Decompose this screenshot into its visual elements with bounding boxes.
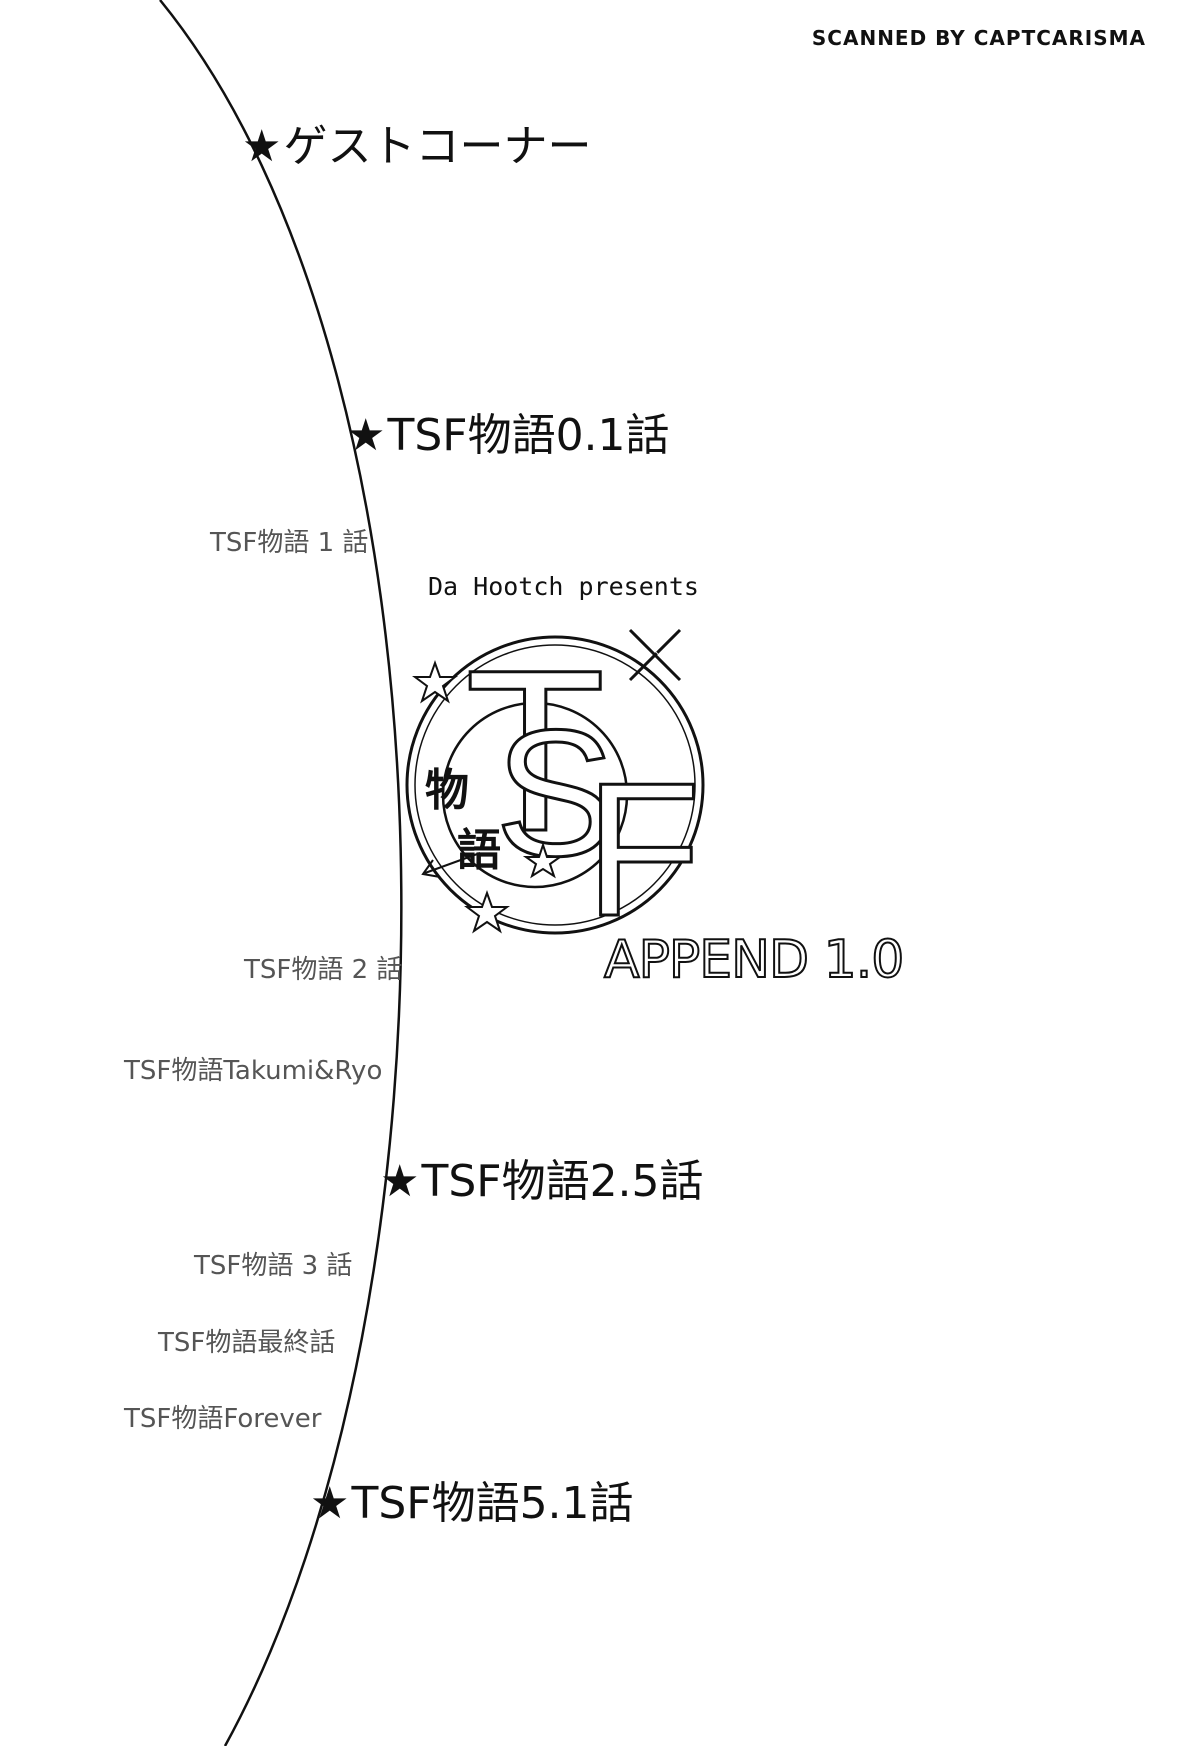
star-icon bbox=[522, 841, 564, 879]
toc-entry-guest-corner[interactable]: ★ ゲストコーナー bbox=[242, 125, 591, 169]
toc-entry-episode-2[interactable]: TSF物語 2 話 bbox=[244, 955, 403, 985]
toc-entry-final-episode[interactable]: TSF物語最終話 bbox=[158, 1328, 336, 1358]
scan-credit: SCANNED BY CAPTCARISMA bbox=[811, 26, 1146, 50]
presents-line: Da Hootch presents bbox=[428, 572, 699, 601]
toc-entry-label: TSF物語0.1話 bbox=[387, 410, 670, 461]
logo-kanji-gatari: 語 bbox=[457, 825, 501, 876]
star-icon bbox=[412, 660, 458, 704]
star-icon: ★ bbox=[346, 410, 386, 461]
star-icon: ★ bbox=[310, 1478, 350, 1529]
star-icon: ★ bbox=[242, 121, 282, 172]
logo-letter-f: F bbox=[585, 744, 701, 945]
tsf-logo: T S F 物 語 bbox=[405, 621, 705, 945]
append-version-title: APPEND 1.0 bbox=[603, 930, 905, 990]
toc-entry-label: TSF物語5.1話 bbox=[351, 1478, 634, 1529]
toc-entry-episode-0-1[interactable]: ★ TSF物語0.1話 bbox=[346, 414, 670, 458]
toc-entry-takumi-ryo[interactable]: TSF物語Takumi&Ryo bbox=[124, 1056, 383, 1086]
toc-entry-episode-5-1[interactable]: ★ TSF物語5.1話 bbox=[310, 1482, 634, 1526]
toc-entry-forever[interactable]: TSF物語Forever bbox=[124, 1404, 322, 1434]
logo-letter-t: T bbox=[465, 622, 606, 879]
toc-entry-episode-3[interactable]: TSF物語 3 話 bbox=[194, 1251, 353, 1281]
toc-entry-episode-1[interactable]: TSF物語 1 話 bbox=[210, 528, 369, 558]
star-icon: ★ bbox=[380, 1156, 420, 1207]
toc-entry-label: ゲストコーナー bbox=[283, 121, 592, 172]
logo-kanji-mono: 物 bbox=[425, 765, 469, 816]
star-icon bbox=[464, 890, 510, 934]
toc-entry-label: TSF物語2.5話 bbox=[421, 1156, 704, 1207]
toc-entry-episode-2-5[interactable]: ★ TSF物語2.5話 bbox=[380, 1160, 704, 1204]
